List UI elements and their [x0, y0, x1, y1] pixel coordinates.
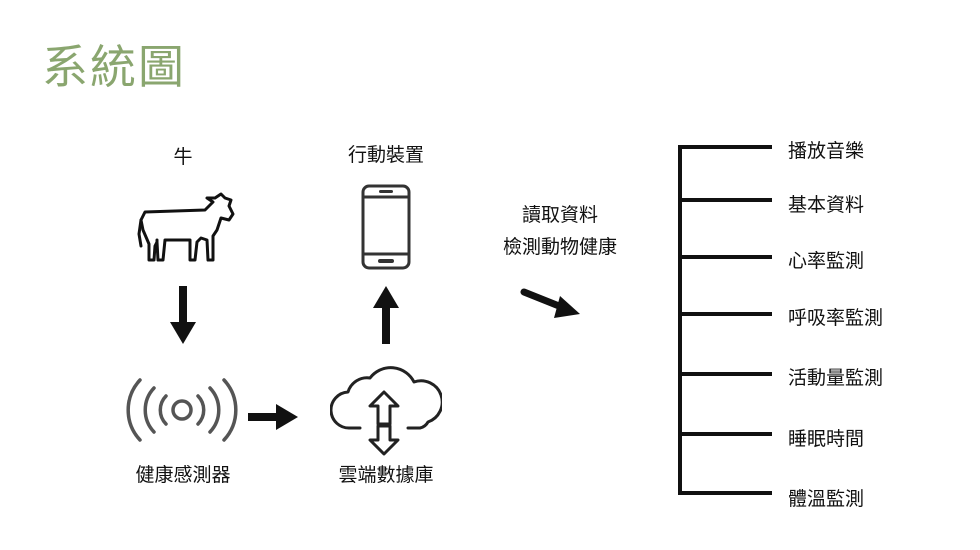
- branch-label: 睡眠時間: [788, 428, 865, 450]
- cow-icon: [135, 190, 235, 266]
- branch-label: 體溫監測: [788, 488, 865, 510]
- smartphone-icon: [360, 184, 412, 270]
- wireless-signal-icon: [120, 378, 244, 442]
- read-data-text: 讀取資料 檢測動物健康: [503, 199, 617, 263]
- read-data-line-2: 檢測動物健康: [502, 236, 618, 258]
- cloud-sync-icon: [330, 362, 442, 458]
- read-data-line-1: 讀取資料: [521, 204, 599, 226]
- arrow-down-icon: [170, 286, 196, 344]
- arrow-diagonal-icon: [520, 286, 584, 324]
- tree-bracket: [676, 143, 776, 497]
- branch-label: 心率監測: [788, 250, 865, 272]
- branch-label: 播放音樂: [788, 140, 865, 162]
- page-title: 系統圖: [42, 40, 186, 94]
- cloud-label: 雲端數據庫: [338, 464, 434, 486]
- arrow-up-icon: [373, 286, 399, 344]
- cow-label: 牛: [173, 146, 193, 168]
- branch-label: 基本資料: [788, 194, 865, 216]
- branch-label: 呼吸率監測: [788, 307, 884, 329]
- sensor-label: 健康感測器: [135, 464, 231, 486]
- branch-label: 活動量監測: [788, 367, 884, 389]
- mobile-label: 行動裝置: [347, 144, 425, 166]
- arrow-right-icon: [248, 404, 298, 430]
